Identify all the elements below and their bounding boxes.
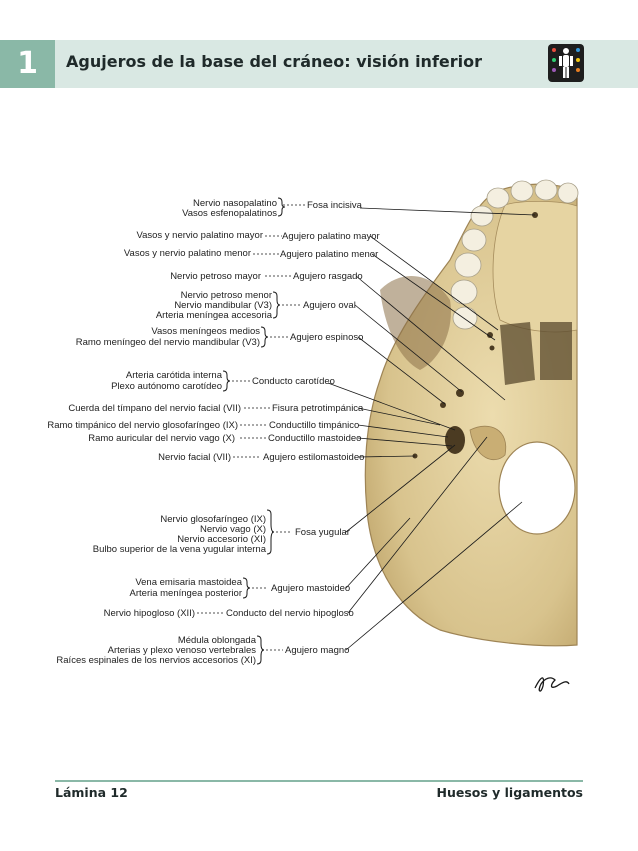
label-fosa-incisiva: Fosa incisiva [307, 200, 362, 211]
footer-rule [55, 780, 583, 782]
label-cuerda-timpano: Cuerda del tímpano del nervio facial (VI… [68, 403, 241, 414]
label-arteria-meningea-accesoria: Arteria meníngea accesoria [155, 310, 272, 321]
label-agujero-estilomastoideo: Agujero estilomastoideo [263, 452, 365, 463]
label-fosa-yugular: Fosa yugular [295, 527, 350, 538]
artist-signature [534, 677, 570, 692]
foramen-magnum [498, 441, 576, 535]
label-vasos-meningeos-medios: Vasos meníngeos medios [151, 326, 260, 337]
label-agujero-palatino-mayor: Agujero palatino mayor [282, 231, 380, 242]
footer-section-title: Huesos y ligamentos [436, 785, 583, 800]
label-nervio-petroso-menor: Nervio petroso menor [180, 290, 272, 301]
label-fisura-petrotimpanica: Fisura petrotimpánica [272, 403, 364, 414]
label-nervio-mandibular-v3: Nervio mandibular (V3) [174, 300, 272, 311]
footer-plate-number: Lámina 12 [55, 785, 128, 800]
chapter-number: 1 [17, 46, 38, 81]
label-medula-oblongada: Médula oblongada [177, 635, 256, 646]
label-nervio-petroso-mayor: Nervio petroso mayor [170, 271, 261, 282]
label-nervio-accesorio: Nervio accesorio (XI) [177, 534, 266, 545]
label-nervio-hipogloso: Nervio hipogloso (XII) [103, 608, 195, 619]
label-agujero-rasgado: Agujero rasgado [293, 271, 363, 282]
chapter-number-box [0, 40, 55, 88]
label-nervio-glosofaringeo: Nervio glosofaríngeo (IX) [160, 514, 266, 525]
label-nervio-facial: Nervio facial (VII) [158, 452, 231, 463]
label-conductillo-timpanico: Conductillo timpánico [269, 420, 360, 431]
label-arterias-plexo-venoso: Arterias y plexo venoso vertebrales [107, 645, 256, 656]
label-agujero-oval: Agujero oval [303, 300, 356, 311]
label-agujero-palatino-menor: Agujero palatino menor [280, 249, 379, 260]
label-ramo-meningeo-mandibular: Ramo meníngeo del nervio mandibular (V3) [75, 337, 260, 348]
header-band [0, 40, 638, 88]
label-raices-espinales: Raíces espinales de los nervios accesori… [56, 655, 256, 666]
anatomy-figure-icon [548, 44, 584, 82]
label-agujero-magno: Agujero magno [285, 645, 350, 656]
label-agujero-espinoso: Agujero espinoso [290, 332, 364, 343]
label-vasos-palatino-menor: Vasos y nervio palatino menor [123, 248, 251, 259]
label-vasos-palatino-mayor: Vasos y nervio palatino mayor [136, 230, 263, 241]
label-vena-emisaria: Vena emisaria mastoidea [135, 577, 242, 588]
label-arteria-meningea-posterior: Arteria meníngea posterior [129, 588, 242, 599]
label-agujero-mastoideo: Agujero mastoideo [271, 583, 351, 594]
label-ramo-timpanico: Ramo timpánico del nervio glosofaríngeo … [47, 420, 238, 431]
label-conducto-carotideo: Conducto carotídeo [252, 376, 335, 387]
label-nervio-vago: Nervio vago (X) [200, 524, 266, 535]
label-vasos-esfenopalatinos: Vasos esfenopalatinos [182, 208, 277, 219]
label-plexo-autonomo-carotideo: Plexo autónomo carotídeo [111, 381, 222, 392]
label-nervio-nasopalatino: Nervio nasopalatino [193, 198, 277, 209]
label-ramo-auricular: Ramo auricular del nervio vago (X) [88, 433, 235, 444]
label-bulbo-vena-yugular: Bulbo superior de la vena yugular intern… [92, 544, 266, 555]
label-arteria-carotida-interna: Arteria carótida interna [125, 370, 222, 381]
page-title: Agujeros de la base del cráneo: visión i… [66, 52, 483, 71]
label-conducto-hipogloso: Conducto del nervio hipogloso [226, 608, 354, 619]
label-conductillo-mastoideo: Conductillo mastoideo [268, 433, 362, 444]
